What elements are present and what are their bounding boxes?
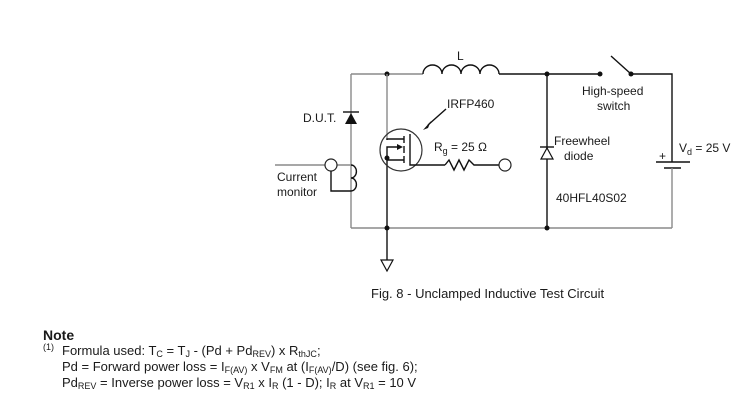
note-line-2: Pd = Forward power loss = IF(AV) x VFM a… xyxy=(62,359,418,375)
mosfet-pointer-arrow-icon xyxy=(423,121,431,130)
switch-to-battery-wire xyxy=(631,73,673,145)
note-line-3: PdREV = Inverse power loss = VR1 x IR (1… xyxy=(62,375,417,391)
note-line-1: (1) Formula used: TC = TJ - (Pd + PdREV)… xyxy=(43,342,418,359)
battery-plus: + xyxy=(659,149,666,163)
freewheel-diode-icon xyxy=(539,146,555,160)
current-monitor-label-line2: monitor xyxy=(277,185,317,199)
mosfet-pointer-line xyxy=(427,108,447,126)
figure-caption: Fig. 8 - Unclamped Inductive Test Circui… xyxy=(371,286,605,301)
freewheel-part-number: 40HFL40S02 xyxy=(556,191,627,205)
circuit-diagram: L High-speed switch + Vd = 25 V Freewhee… xyxy=(275,49,730,273)
note-section: Note (1) Formula used: TC = TJ - (Pd + P… xyxy=(43,327,418,391)
current-monitor-terminal xyxy=(324,158,338,172)
switch-label-line2: switch xyxy=(597,99,630,113)
current-monitor-coil xyxy=(350,164,358,192)
current-monitor-lead xyxy=(330,171,351,192)
footnote-mark: (1) xyxy=(43,342,54,352)
mosfet-label: IRFP460 xyxy=(447,97,495,111)
note-title: Note xyxy=(43,327,75,343)
ground-icon xyxy=(379,259,395,273)
vd-label: Vd = 25 V xyxy=(679,141,730,157)
inductor-label: L xyxy=(457,49,464,63)
dut-label: D.U.T. xyxy=(303,111,336,125)
switch-label-line1: High-speed xyxy=(582,84,643,98)
gate-terminal xyxy=(498,158,512,172)
freewheel-label-line1: Freewheel xyxy=(554,134,610,148)
gate-resistor-icon xyxy=(444,158,499,172)
switch-contact-left xyxy=(597,71,603,77)
mosfet-icon xyxy=(379,128,445,172)
rg-label: Rg = 25 Ω xyxy=(434,140,487,156)
freewheel-label-line2: diode xyxy=(564,149,594,163)
dut-diode-icon xyxy=(343,111,359,124)
inductor-coil xyxy=(422,64,500,75)
current-monitor-label-line1: Current xyxy=(277,170,318,184)
switch-blade xyxy=(610,55,632,75)
